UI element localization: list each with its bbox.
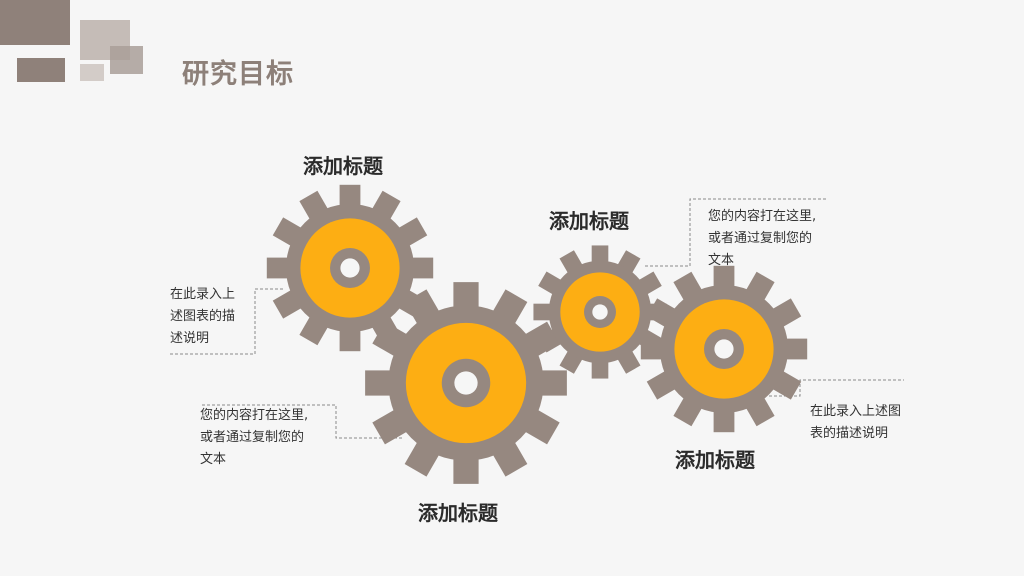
- desc-line: 述图表的描: [170, 309, 236, 324]
- gear-2-description: 您的内容打在这里, 或者通过复制您的 文本: [200, 405, 308, 471]
- desc-line: 或者通过复制您的: [708, 231, 813, 246]
- desc-line: 文本: [200, 452, 227, 467]
- deco-square-1: [0, 0, 70, 45]
- desc-line: 您的内容打在这里,: [708, 209, 817, 224]
- connector-line-4: [749, 379, 904, 397]
- desc-line: 在此录入上述图: [810, 404, 902, 419]
- connector-line-2: [200, 404, 402, 439]
- gear-4-description: 在此录入上述图 表的描述说明: [810, 401, 901, 445]
- desc-line: 您的内容打在这里,: [200, 408, 309, 423]
- deco-square-3: [110, 46, 143, 74]
- gear-1-description: 在此录入上 述图表的描 述说明: [170, 284, 235, 350]
- gear-3-description: 您的内容打在这里, 或者通过复制您的 文本: [708, 206, 816, 272]
- deco-square-5: [80, 64, 104, 81]
- connector-line-1: [170, 288, 283, 355]
- deco-square-4: [17, 58, 65, 82]
- desc-line: 表的描述说明: [810, 426, 889, 441]
- page-title: 研究目标: [182, 59, 294, 90]
- gear-3-title: 添加标题: [549, 209, 629, 233]
- connector-line-3: [645, 198, 826, 267]
- desc-line: 或者通过复制您的: [200, 430, 305, 445]
- desc-line: 在此录入上: [170, 287, 236, 302]
- gear-1-title: 添加标题: [303, 154, 383, 178]
- desc-line: 述说明: [170, 331, 210, 346]
- gear-2-title: 添加标题: [418, 501, 498, 525]
- desc-line: 文本: [708, 253, 735, 268]
- gear-4-title: 添加标题: [675, 448, 755, 472]
